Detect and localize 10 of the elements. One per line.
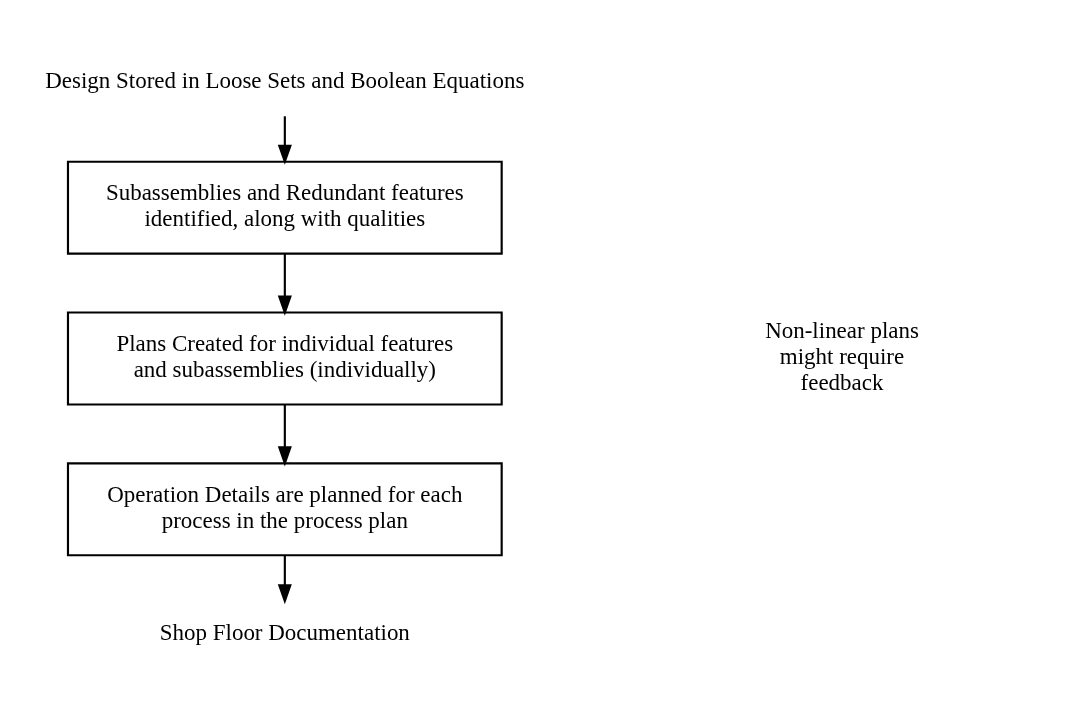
arrow (277, 253, 292, 316)
arrow (277, 404, 292, 467)
node-box: Operation Details are planned for each process in the process plan (66, 462, 503, 557)
arrow (277, 555, 292, 605)
arrow (277, 116, 292, 165)
node-text: Design Stored in Loose Sets and Boolean Equations (45, 68, 525, 94)
node-text: Shop Floor Documentation (159, 619, 410, 645)
node-box: Plans Created for individual features and subassemblies (individually) (66, 311, 503, 406)
node-box: Subassemblies and Redundant features identified, along with qualities (66, 160, 503, 255)
label: Non-linear plans might require feedback (765, 318, 919, 395)
